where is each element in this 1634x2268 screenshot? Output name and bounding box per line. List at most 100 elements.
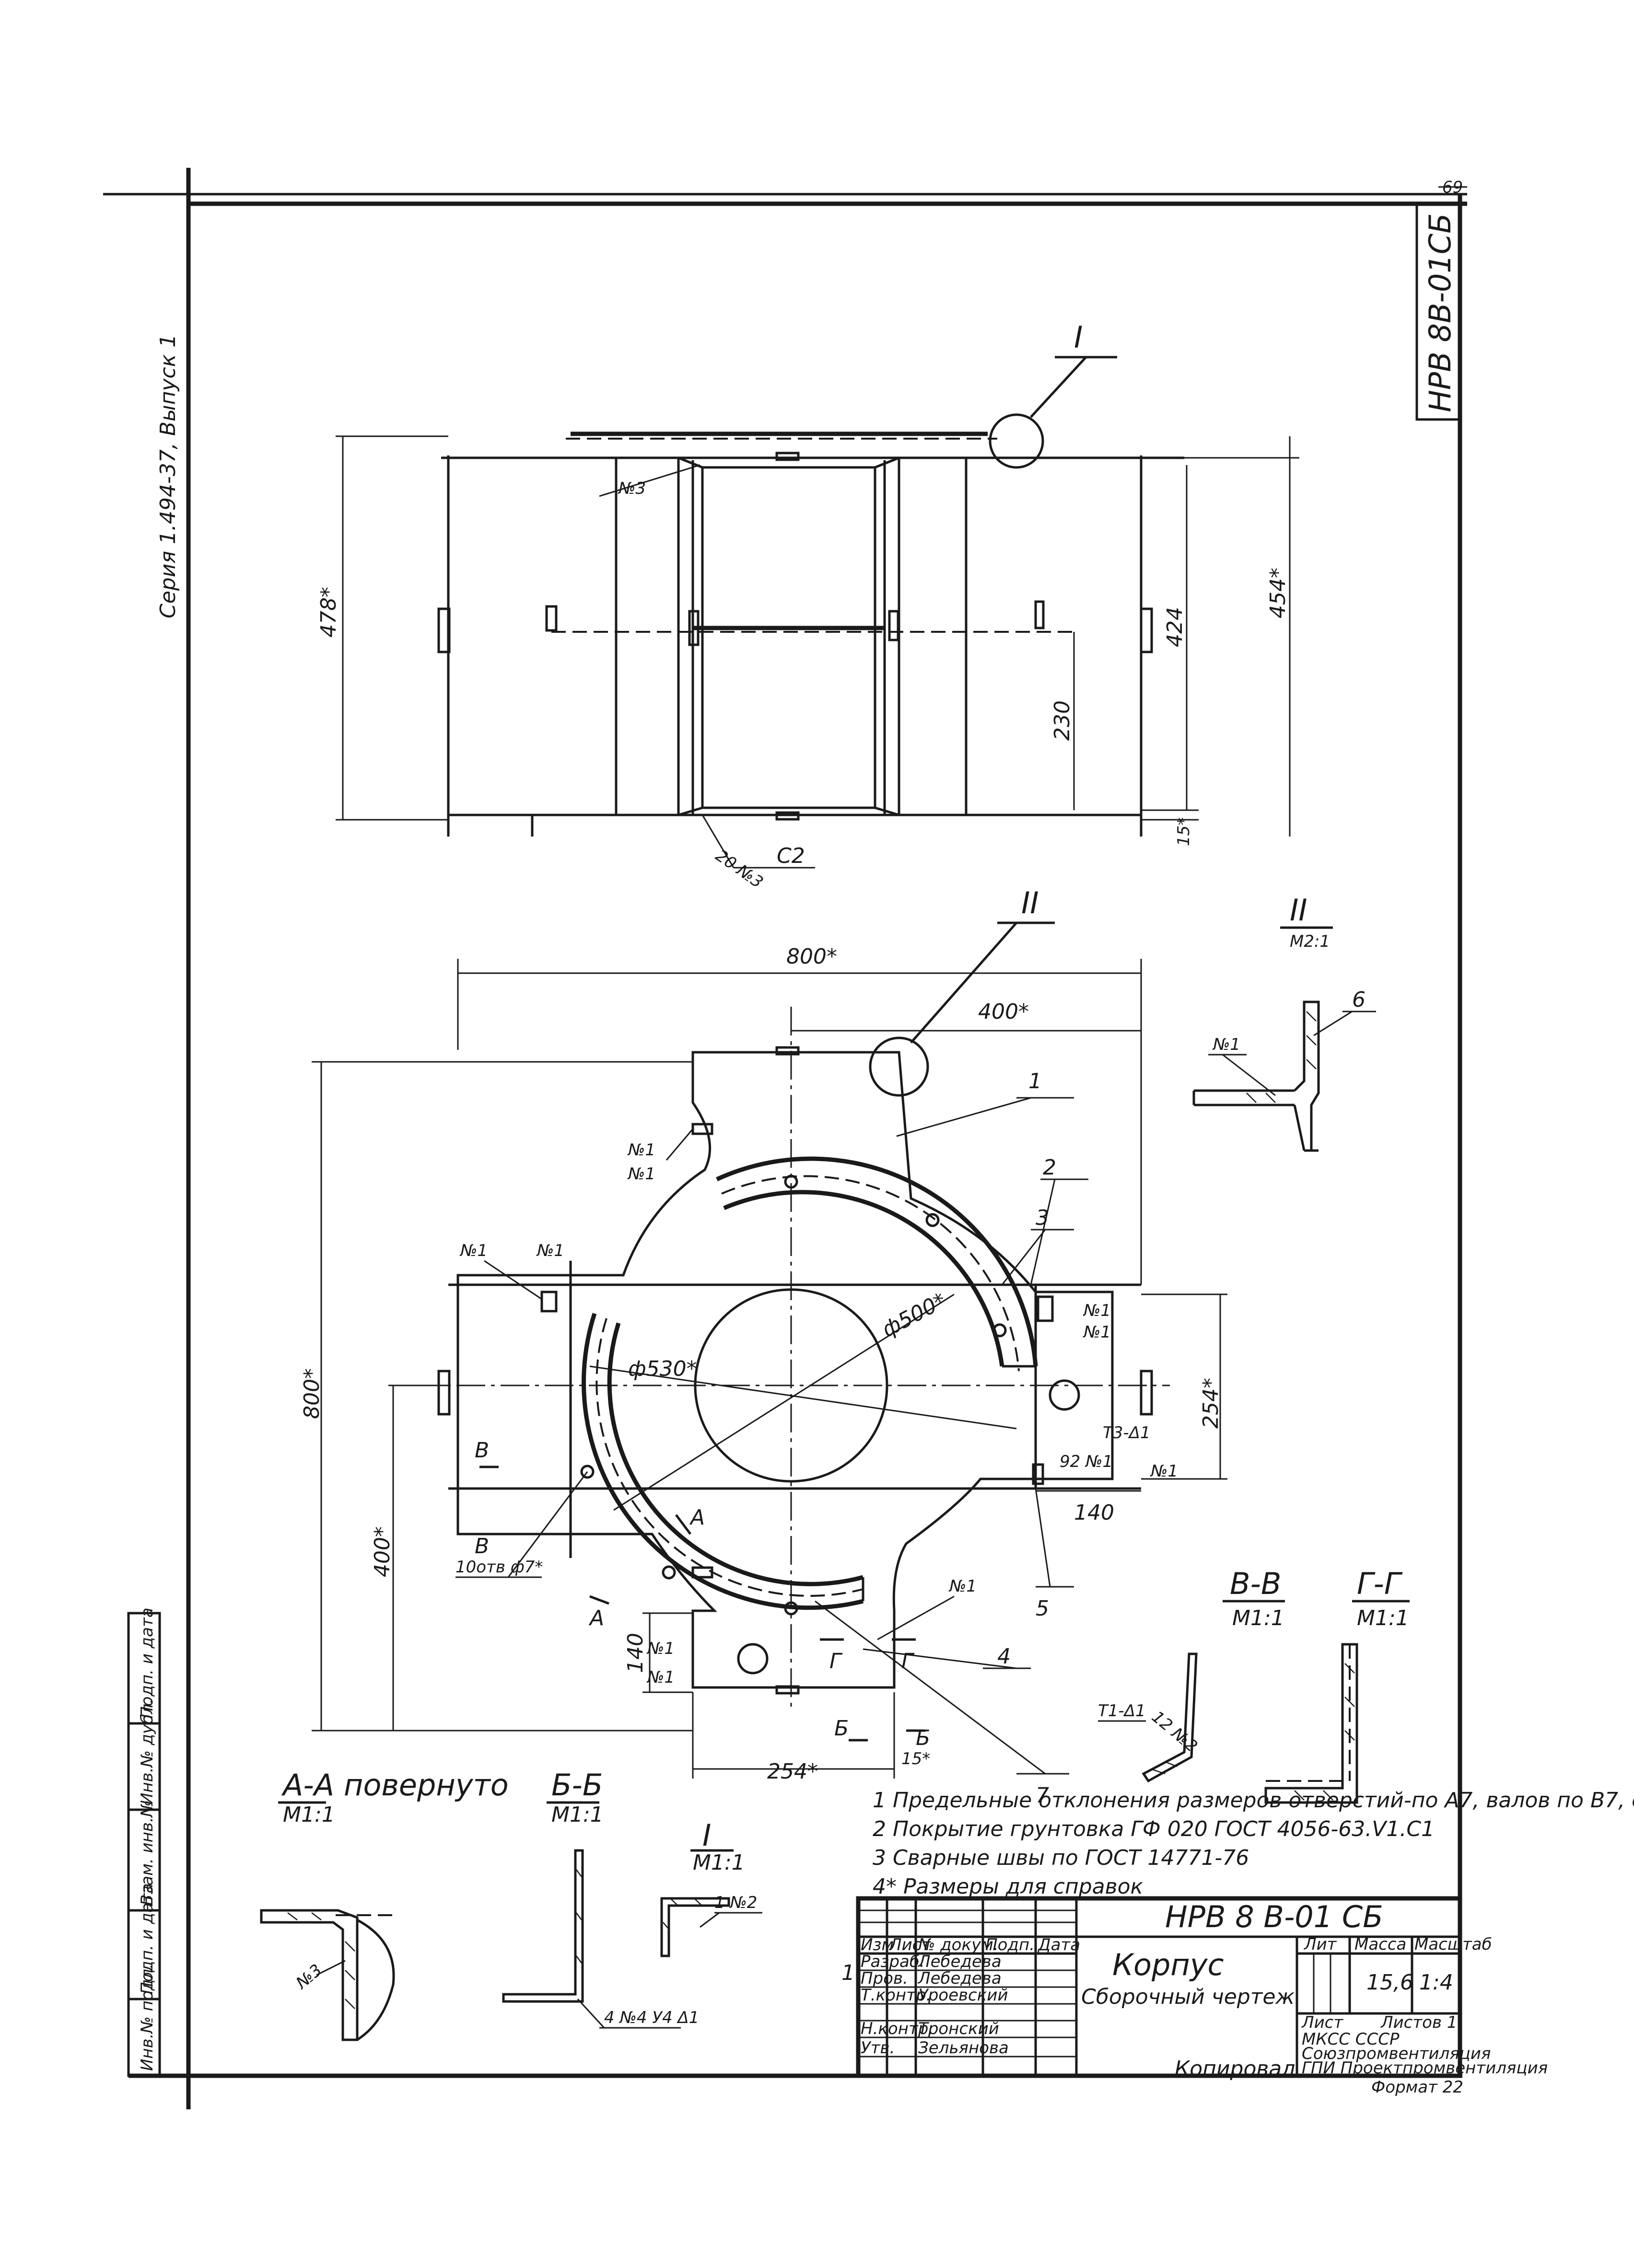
note-1: 1 Предельные отклонения размеров отверст… — [873, 1788, 1634, 1813]
section-gg-scale: М1:1 — [1357, 1606, 1409, 1630]
plan-view: II 800* 400* 800* 400* 254* 140 254* 15* — [300, 885, 1227, 1808]
tb-col-doc: № докум. — [917, 1935, 999, 1954]
tb-sheets: Листов 1 — [1380, 2013, 1457, 2032]
detail-II-pos: 6 — [1352, 988, 1366, 1012]
section-aa-scale: М1:1 — [283, 1803, 335, 1827]
plan-weld-3: №1 — [459, 1241, 488, 1260]
stamp-cell-3: Взам. инв.№ — [138, 1800, 157, 1906]
bb-weld-code: 4 №4 У4 Δ1 — [604, 2008, 699, 2027]
dim-400-left: 400* — [370, 1526, 395, 1577]
tb-mass: Масса — [1354, 1935, 1406, 1954]
detail-II-title: II — [1290, 893, 1307, 928]
vv-weld-code: Т1-Δ1 — [1098, 1701, 1146, 1721]
pos-1: 1 — [1028, 1069, 1042, 1093]
series-label: Серия 1.494-37, Выпуск 1 — [156, 334, 180, 618]
tb-row-4-role: Н.контр. — [861, 2019, 934, 2038]
stamp-cell-4: Инв.№ дубл. — [138, 1698, 157, 1805]
plan-weld-t3: Т3-Δ1 — [1103, 1423, 1151, 1442]
dia-500: ф500* — [878, 1288, 950, 1342]
front-weld-code: C2 — [777, 844, 805, 868]
dim-15-bottom: 15* — [901, 1749, 930, 1768]
tb-scale: Масштаб — [1414, 1935, 1492, 1954]
tb-org-1: МКСС СССР — [1302, 2030, 1400, 2049]
pos-5: 5 — [1036, 1596, 1049, 1621]
plan-weld-92: 92 №1 — [1060, 1452, 1113, 1471]
copied-by: Копировал — [1175, 2057, 1295, 2081]
holes-label: 10отв ф7* — [455, 1558, 543, 1577]
stamp-cell-2: Подп. и дата — [138, 1883, 157, 1994]
section-vv-scale: М1:1 — [1232, 1606, 1284, 1630]
detail-I-title: I — [702, 1818, 711, 1853]
section-bb: Б-Б М1:1 4 №4 У4 Δ1 — [502, 1768, 699, 2029]
section-gg — [1264, 1643, 1358, 1804]
vertical-designation-box: НРВ 8В-01СБ — [1415, 202, 1461, 421]
plan-weld-1: №1 — [627, 1140, 655, 1160]
tb-scale-value: 1:4 — [1419, 1970, 1453, 1995]
sect-G-1: Г — [829, 1649, 843, 1674]
tb-org-2: Союзпромвентиляция — [1302, 2044, 1491, 2063]
tb-name: Корпус — [1112, 1947, 1224, 1982]
section-aa-title: А-А повернуто — [281, 1768, 509, 1803]
tb-col-sign: Подп. — [985, 1935, 1035, 1954]
pos-4: 4 — [997, 1644, 1011, 1669]
section-bb-scale: М1:1 — [551, 1803, 604, 1827]
dim-424: 424 — [1163, 607, 1187, 647]
detail-I: I М1:1 1 №2 — [660, 1818, 762, 1957]
front-view: I №3 20 №3 C2 478* 454* 424 230 15* — [316, 320, 1299, 892]
pos-2: 2 — [1043, 1155, 1056, 1180]
front-weld-top: №3 — [618, 479, 646, 498]
tb-sheet: Лист — [1301, 2013, 1343, 2032]
sect-A-top: А — [689, 1505, 705, 1530]
detail-I-weld: 1 №2 — [714, 1893, 757, 1912]
dim-140-bottom: 140 — [623, 1633, 648, 1673]
plan-weld-4: №1 — [536, 1241, 564, 1260]
plan-weld-5: №1 — [1083, 1301, 1111, 1320]
plan-weld-2: №1 — [627, 1164, 655, 1184]
section-vv-title: В-В — [1230, 1566, 1281, 1601]
sheet-number: 69 — [1442, 178, 1463, 197]
sheet-frame — [103, 168, 1467, 2109]
dim-254-right: 254* — [1199, 1378, 1223, 1429]
vertical-designation: НРВ 8В-01СБ — [1423, 213, 1458, 412]
tb-col-date: Дата — [1037, 1935, 1080, 1954]
section-vv: Т1-Δ1 12 №2 — [1098, 1652, 1201, 1783]
sect-A-bottom: А — [588, 1606, 604, 1630]
tb-row-4-name: Тронский — [918, 2019, 999, 2038]
front-weld-bottom: 20 №3 — [712, 846, 767, 892]
sect-B-1: Б — [834, 1716, 849, 1741]
pos-3: 3 — [1036, 1206, 1049, 1230]
tb-col-list: Лист — [888, 1935, 931, 1954]
tb-doc-type: Сборочный чертеж — [1081, 1985, 1295, 2009]
tb-row-5-role: Утв. — [861, 2038, 895, 2058]
dim-454: 454* — [1266, 568, 1290, 618]
tb-org-3: ГПИ Проектпромвентиляция — [1302, 2059, 1548, 2078]
plan-weld-6: №1 — [1083, 1323, 1111, 1342]
sect-V-bottom: В — [475, 1534, 489, 1559]
tb-mass-value: 15,6 — [1366, 1970, 1413, 1995]
sect-V-top: В — [475, 1438, 489, 1463]
section-bb-title: Б-Б — [551, 1768, 603, 1803]
callout-II: II — [1021, 885, 1039, 920]
detail-II: II М2:1 №1 6 — [1192, 893, 1376, 1152]
tb-col-izm: Изм — [861, 1935, 894, 1954]
detail-II-scale: М2:1 — [1290, 932, 1330, 951]
tb-designation: НРВ 8 В-01 СБ — [1165, 1899, 1383, 1934]
dim-230: 230 — [1050, 700, 1074, 741]
tb-row-5-name: Зельянова — [918, 2038, 1009, 2058]
plan-weld-10: №1 — [646, 1668, 675, 1687]
tb-lit: Лит — [1303, 1935, 1337, 1954]
callout-I: I — [1074, 320, 1083, 355]
title-block: НРВ 8 В-01 СБ Корпус Сборочный чертеж Ли… — [841, 1896, 1548, 2078]
dia-530: ф530* — [628, 1357, 697, 1381]
technical-notes: 1 Предельные отклонения размеров отверст… — [873, 1788, 1634, 1899]
tb-row-1-role: Разраб. — [861, 1952, 925, 1971]
tb-row-2-name: Лебедева — [917, 1969, 1002, 1988]
plan-weld-9: №1 — [646, 1639, 675, 1658]
dim-254-bottom: 254* — [767, 1759, 818, 1784]
dim-140-right: 140 — [1074, 1500, 1114, 1525]
note-4: 4* Размеры для справок — [873, 1874, 1143, 1899]
dim-400-top: 400* — [978, 1000, 1029, 1024]
section-gg-title: Г-Г — [1357, 1566, 1403, 1601]
section-aa: А-А повернуто М1:1 №3 — [260, 1768, 509, 2041]
